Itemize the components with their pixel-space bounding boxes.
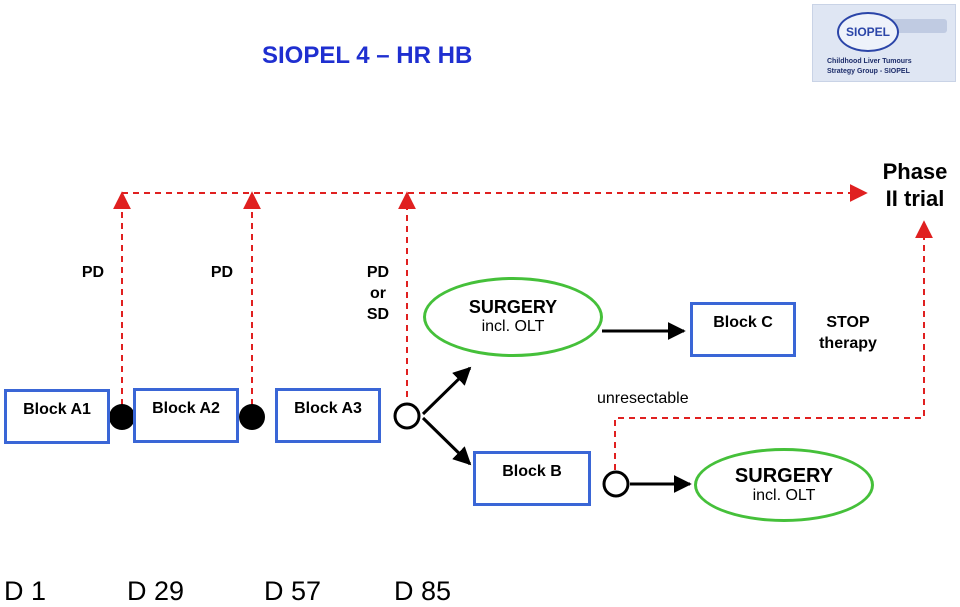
stop-therapy-label: STOP therapy (808, 312, 888, 354)
branch-up-arrow (421, 366, 472, 416)
block-c-box: Block C (690, 302, 796, 357)
checkpoint-d85 (393, 402, 421, 430)
stop-therapy-line-2: therapy (819, 335, 877, 352)
block-b-box: Block B (473, 451, 591, 506)
block-a2-box: Block A2 (133, 388, 239, 443)
siopel-logo: SIOPEL Childhood Liver Tumours Strategy … (812, 4, 956, 82)
logo-line-2: Strategy Group - SIOPEL (827, 68, 910, 75)
branch-down-arrow (421, 416, 472, 466)
surgery-1-subtitle: incl. OLT (481, 318, 545, 336)
stop-therapy-line-1: STOP (826, 314, 870, 331)
phase-ii-line-2: II trial (885, 186, 945, 211)
phase-ii-line-1: Phase (882, 159, 948, 184)
unresectable-to-phase-ii-path (614, 220, 933, 470)
timeline-day-29: D 29 (127, 576, 185, 606)
surgery-1-title: SURGERY (468, 297, 558, 318)
logo-bar-graphic (885, 19, 947, 33)
phase-ii-trial-label: Phase II trial (870, 158, 960, 212)
block-a3-box: Block A3 (275, 388, 381, 443)
pd-or-sd-line-3: SD (366, 306, 390, 323)
checkpoint-resectability (602, 470, 630, 498)
pd-or-sd-line-2: or (370, 285, 386, 302)
timeline-day-85: D 85 (394, 576, 452, 606)
page-title: SIOPEL 4 – HR HB (262, 42, 473, 69)
checkpoint-d57 (239, 404, 265, 430)
logo-seal: SIOPEL (837, 12, 899, 52)
pd-or-sd-label: PD or SD (360, 262, 396, 325)
surgery-2-subtitle: incl. OLT (752, 487, 816, 505)
pd-label-2: PD (210, 264, 234, 281)
surgery-ellipse-2: SURGERY incl. OLT (694, 448, 874, 522)
block-a1-box: Block A1 (4, 389, 110, 444)
checkpoint-d29 (109, 404, 135, 430)
unresectable-label: unresectable (597, 390, 689, 407)
logo-line-1: Childhood Liver Tumours (827, 58, 912, 65)
surgery-2-title: SURGERY (734, 465, 834, 488)
pd-or-sd-line-1: PD (366, 264, 390, 281)
timeline-day-1: D 1 (4, 576, 47, 606)
surgery-ellipse-1: SURGERY incl. OLT (423, 277, 603, 357)
pd-label-1: PD (81, 264, 105, 281)
timeline-day-57: D 57 (264, 576, 322, 606)
